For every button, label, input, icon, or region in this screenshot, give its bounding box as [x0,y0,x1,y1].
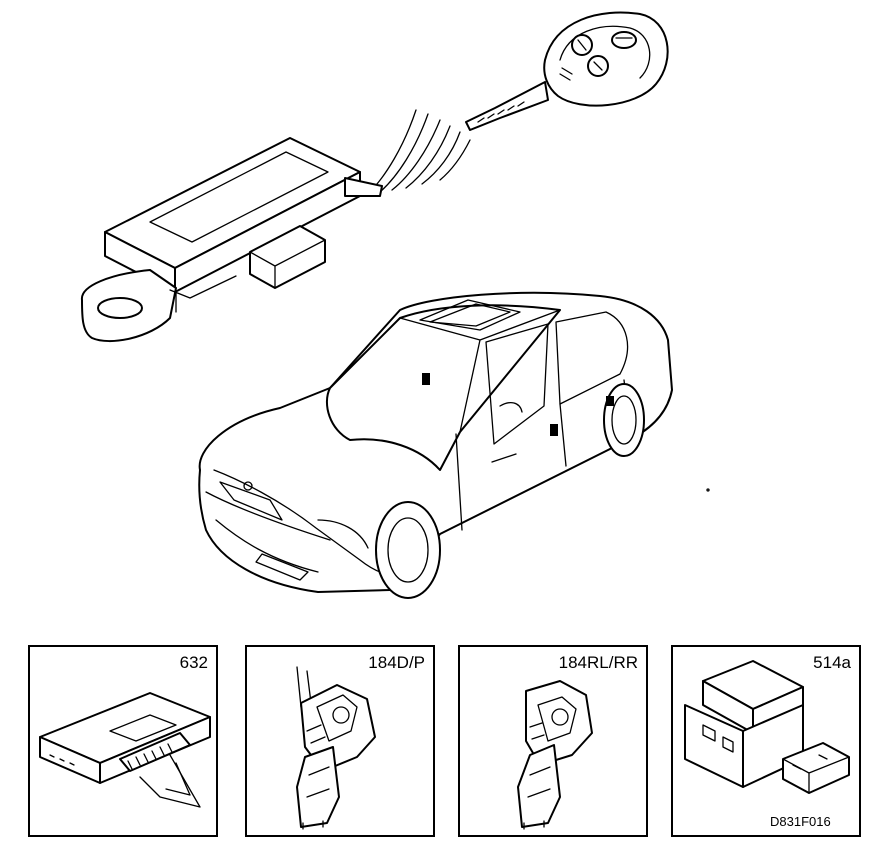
remote-key-icon [465,11,669,131]
panel-label: 184D/P [368,653,425,672]
switch-icon [684,660,850,794]
figure-code: D831F016 [770,814,831,829]
component-panel-184dp: 184D/P [245,645,435,837]
component-panel-184rlrr: 184RL/RR [458,645,648,837]
receiver-module-icon [80,137,383,342]
panel-label: 184RL/RR [558,653,638,672]
main-illustration [80,11,710,599]
signal-waves-icon [367,109,471,195]
component-panel-514a: 514a [671,645,861,837]
control-module-icon [39,692,211,808]
panel-label: 632 [179,653,208,672]
car-illustration [198,291,710,599]
rear-door-lock-icon [517,680,593,830]
front-door-lock-icon [296,666,376,830]
component-panel-632: 632 [28,645,218,837]
panel-label: 514a [813,653,851,672]
